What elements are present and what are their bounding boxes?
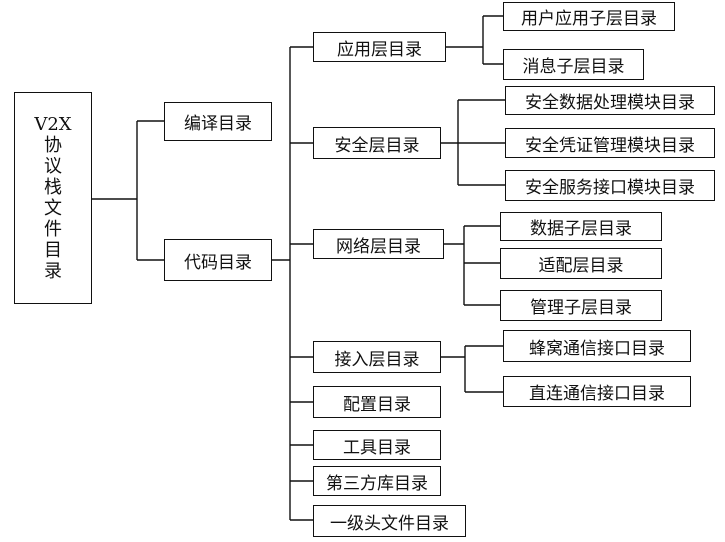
node-message-sublayer-dir: 消息子层目录 xyxy=(503,49,644,80)
node-user-app-sublayer-dir: 用户应用子层目录 xyxy=(503,2,675,31)
node-sec-credential-mgmt-dir: 安全凭证管理模块目录 xyxy=(505,128,715,158)
node-sec-service-interface-dir: 安全服务接口模块目录 xyxy=(505,170,715,201)
root-label-line: V2X xyxy=(34,114,72,135)
node-sec-data-processing-dir: 安全数据处理模块目录 xyxy=(505,86,715,115)
node-data-sublayer-dir: 数据子层目录 xyxy=(500,212,662,241)
node-app-layer-dir: 应用层目录 xyxy=(313,32,446,62)
node-third-party-dir: 第三方库目录 xyxy=(313,466,441,496)
node-config-dir: 配置目录 xyxy=(313,386,441,418)
node-compile-dir: 编译目录 xyxy=(164,102,272,141)
node-mgmt-sublayer-dir: 管理子层目录 xyxy=(500,290,662,321)
node-cellular-interface-dir: 蜂窝通信接口目录 xyxy=(503,330,691,362)
node-access-layer-dir: 接入层目录 xyxy=(313,341,441,373)
node-code-dir: 代码目录 xyxy=(164,239,272,281)
root-label-line: 文 xyxy=(44,198,62,219)
node-direct-interface-dir: 直连通信接口目录 xyxy=(503,376,691,407)
root-label-line: 录 xyxy=(44,261,62,282)
node-headers-dir: 一级头文件目录 xyxy=(313,505,466,537)
node-security-layer-dir: 安全层目录 xyxy=(313,127,441,159)
root-label-line: 栈 xyxy=(44,177,62,198)
node-tools-dir: 工具目录 xyxy=(313,430,441,460)
root-label-line: 目 xyxy=(44,240,62,261)
node-network-layer-dir: 网络层目录 xyxy=(313,229,444,259)
node-adaptation-layer-dir: 适配层目录 xyxy=(500,248,662,279)
root-label-line: 件 xyxy=(44,219,62,240)
root-label-line: 议 xyxy=(44,156,62,177)
root-v2x-protocol-stack: V2X 协 议 栈 文 件 目 录 xyxy=(14,92,92,304)
root-label-line: 协 xyxy=(44,135,62,156)
